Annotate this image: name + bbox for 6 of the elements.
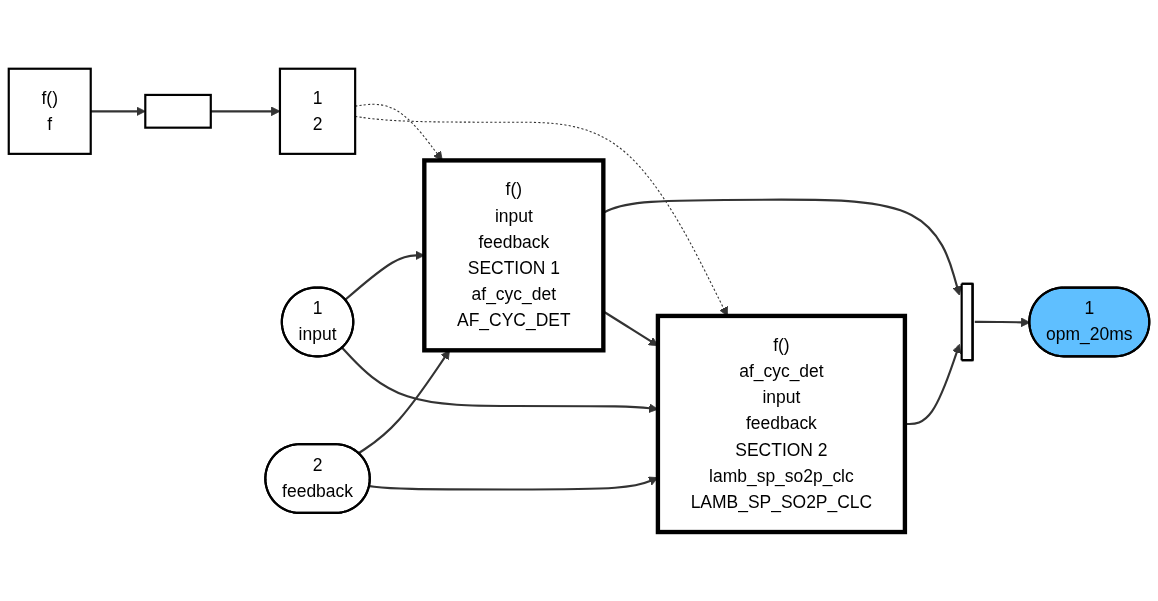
node-box: f() f bbox=[7, 67, 92, 156]
node-box: 1 2 bbox=[278, 67, 357, 156]
arrow bbox=[90, 106, 146, 117]
node-box: f() input feedback SECTION 1 af_cyc_det AF_CYC_DET bbox=[422, 158, 606, 353]
node-box: f() af_cyc_det input feedback SECTION 2 lamb_sp_so2p_clc LAMB_SP_SO2P_CLC bbox=[655, 313, 908, 535]
node-box bbox=[144, 93, 212, 129]
